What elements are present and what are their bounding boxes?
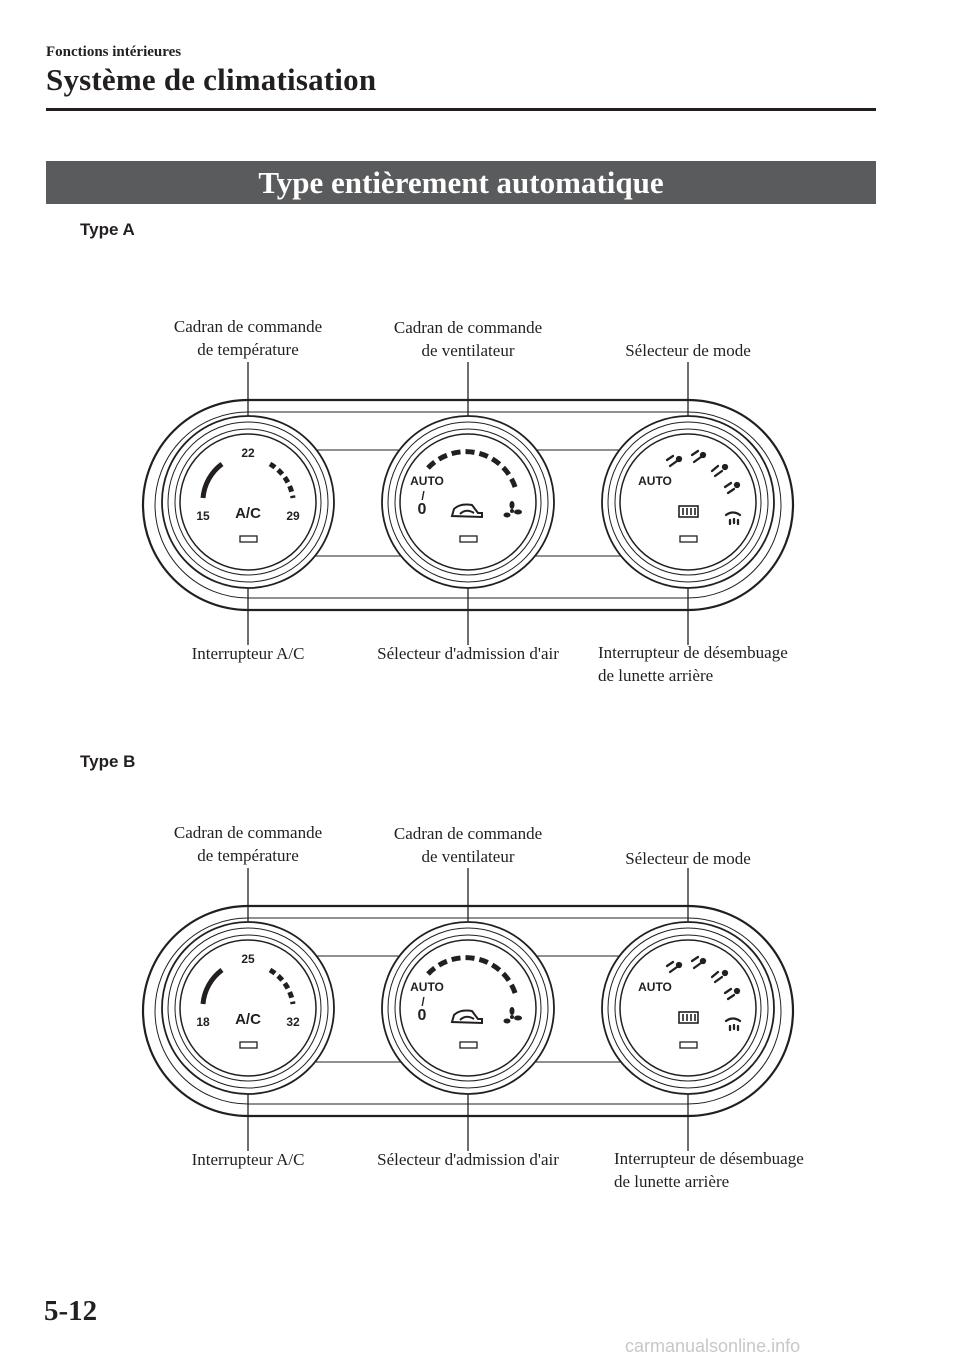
type-a-figure: 22 15 29 A/C AUTO / 0 AUTO [0, 300, 960, 770]
mode-selector-callout: Sélecteur de mode [625, 341, 751, 360]
ac-text: A/C [235, 1011, 261, 1028]
type-a-label: Type A [80, 220, 135, 239]
recirculation-icon [450, 503, 483, 519]
temp-mark-min: 18 [196, 1015, 210, 1029]
fan-auto-text: AUTO [410, 980, 444, 994]
fan-dial-callout: Cadran de commande de ventilateur [393, 318, 543, 360]
watermark: carmanualsonline.info [625, 1336, 801, 1356]
type-b-figure: 25 18 32 A/C AUTO / 0 AUTO [0, 806, 960, 1276]
section-name: Fonctions intérieures [46, 44, 182, 60]
fan-dial-callout: Cadran de commande de ventilateur [393, 824, 543, 866]
type-b-label: Type B [80, 752, 136, 771]
ac-switch-callout: Interrupteur A/C [191, 644, 305, 663]
rear-defogger-callout: Interrupteur de désembuage de lunette ar… [614, 1149, 804, 1191]
fan-icon [503, 501, 522, 518]
mode-auto-text: AUTO [638, 474, 672, 488]
page-number: 5-12 [44, 1295, 98, 1327]
ac-switch-callout: Interrupteur A/C [191, 1150, 305, 1169]
section-banner: Type entièrement automatique [46, 161, 876, 204]
air-intake-selector[interactable] [459, 1041, 478, 1049]
fan-auto-text: AUTO [410, 474, 444, 488]
temp-mark-mid: 22 [241, 446, 255, 460]
type-b-panel-illustration: 25 18 32 A/C AUTO / 0 AUTO [141, 868, 795, 1151]
fan-icon [503, 1007, 522, 1024]
temp-dial-callout: Cadran de commande de température [173, 317, 323, 359]
ac-text: A/C [235, 505, 261, 522]
fan-slash-text: / [421, 489, 425, 503]
air-intake-callout: Sélecteur d'admission d'air [377, 1150, 559, 1169]
air-intake-callout: Sélecteur d'admission d'air [377, 644, 559, 663]
temp-mark-max: 32 [286, 1015, 300, 1029]
fan-zero-text: 0 [418, 501, 427, 518]
rear-defogger-icon [678, 505, 699, 518]
rear-defogger-switch[interactable] [679, 535, 698, 543]
ac-switch[interactable] [239, 1041, 258, 1049]
page-title: Système de climatisation [46, 62, 377, 97]
fan-slash-text: / [421, 995, 425, 1009]
temp-dial-callout: Cadran de commande de température [173, 823, 323, 865]
mode-auto-text: AUTO [638, 980, 672, 994]
airflow-mode-icons [665, 449, 742, 526]
rear-defogger-icon [678, 1011, 699, 1024]
temp-mark-max: 29 [286, 509, 300, 523]
air-intake-selector[interactable] [459, 535, 478, 543]
recirculation-icon [450, 1009, 483, 1025]
fan-zero-text: 0 [418, 1007, 427, 1024]
ac-switch[interactable] [239, 535, 258, 543]
rear-defogger-callout: Interrupteur de désembuage de lunette ar… [598, 643, 788, 685]
temp-mark-mid: 25 [241, 952, 255, 966]
temp-mark-min: 15 [196, 509, 210, 523]
rear-defogger-switch[interactable] [679, 1041, 698, 1049]
mode-selector-callout: Sélecteur de mode [625, 849, 751, 868]
airflow-mode-icons [665, 955, 742, 1032]
type-a-panel-illustration: 22 15 29 A/C AUTO / 0 AUTO [141, 362, 795, 645]
title-rule [46, 108, 876, 111]
